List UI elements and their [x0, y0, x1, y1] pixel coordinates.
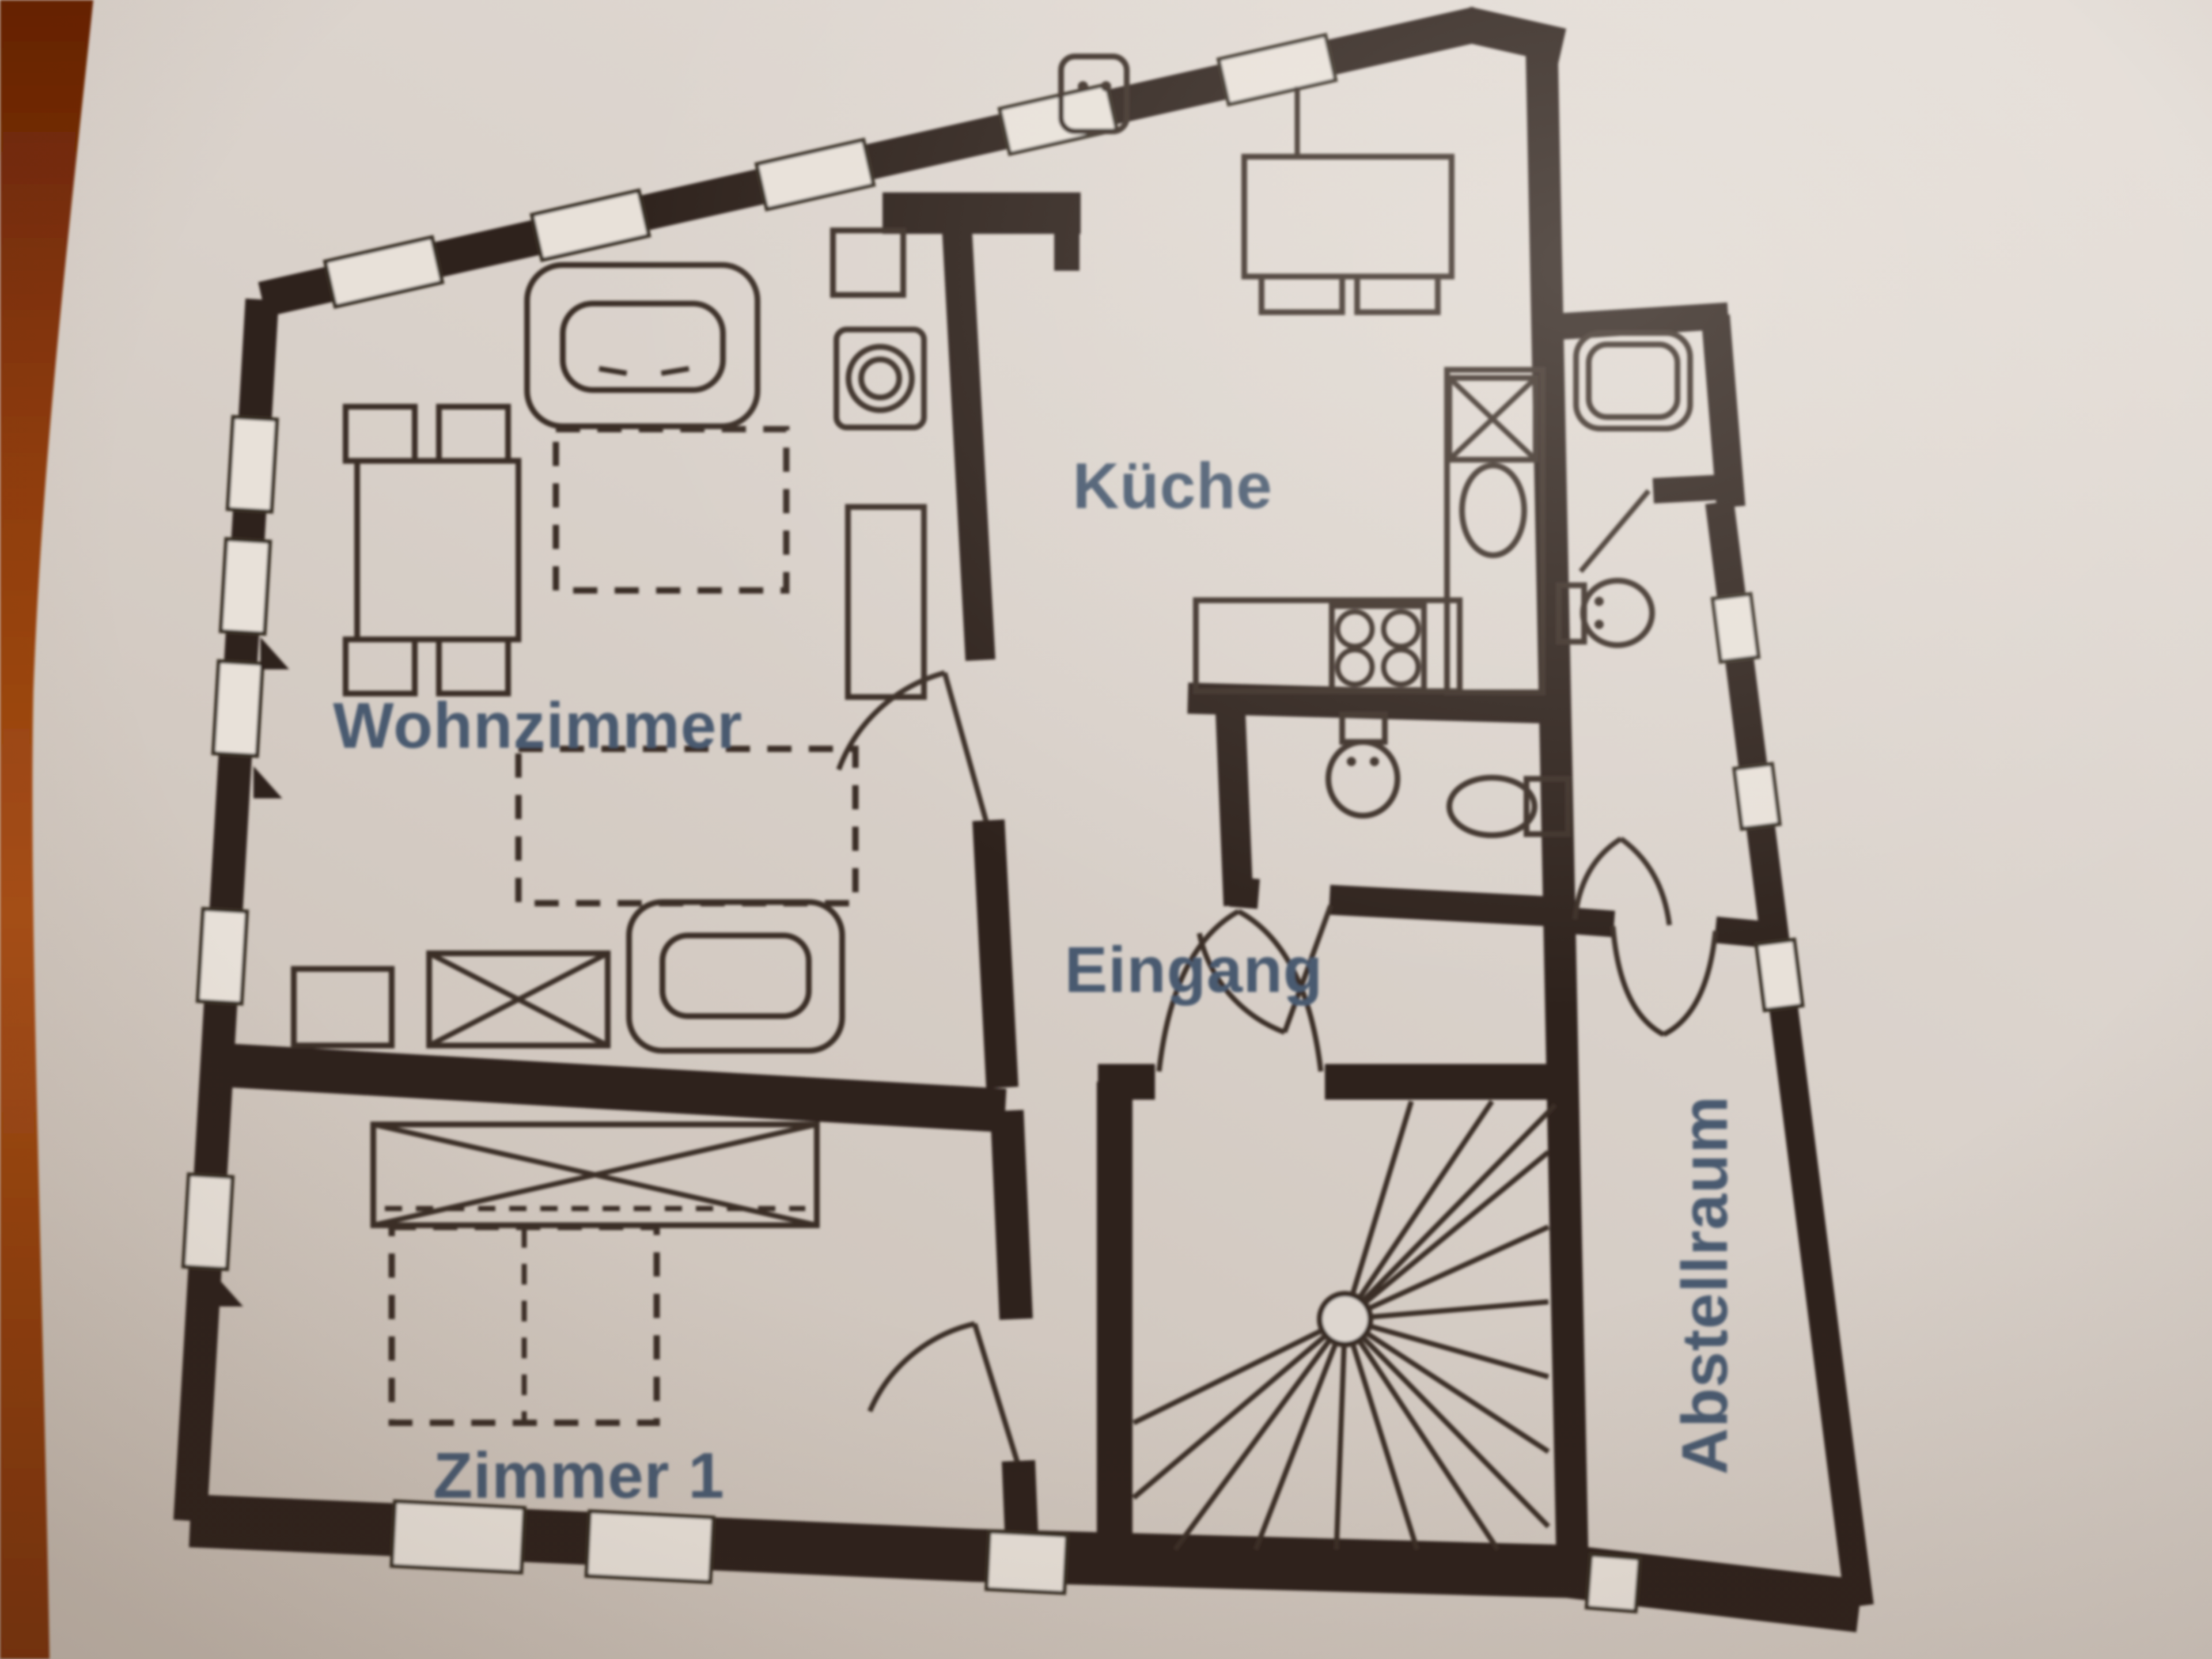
- floor-plan-photo: Wohnzimmer Küche Eingang Zimmer 1 Abstel…: [0, 0, 2212, 1659]
- floor-plan-canvas: Wohnzimmer Küche Eingang Zimmer 1 Abstel…: [0, 0, 2212, 1659]
- photo-highlight: [0, 0, 2212, 1659]
